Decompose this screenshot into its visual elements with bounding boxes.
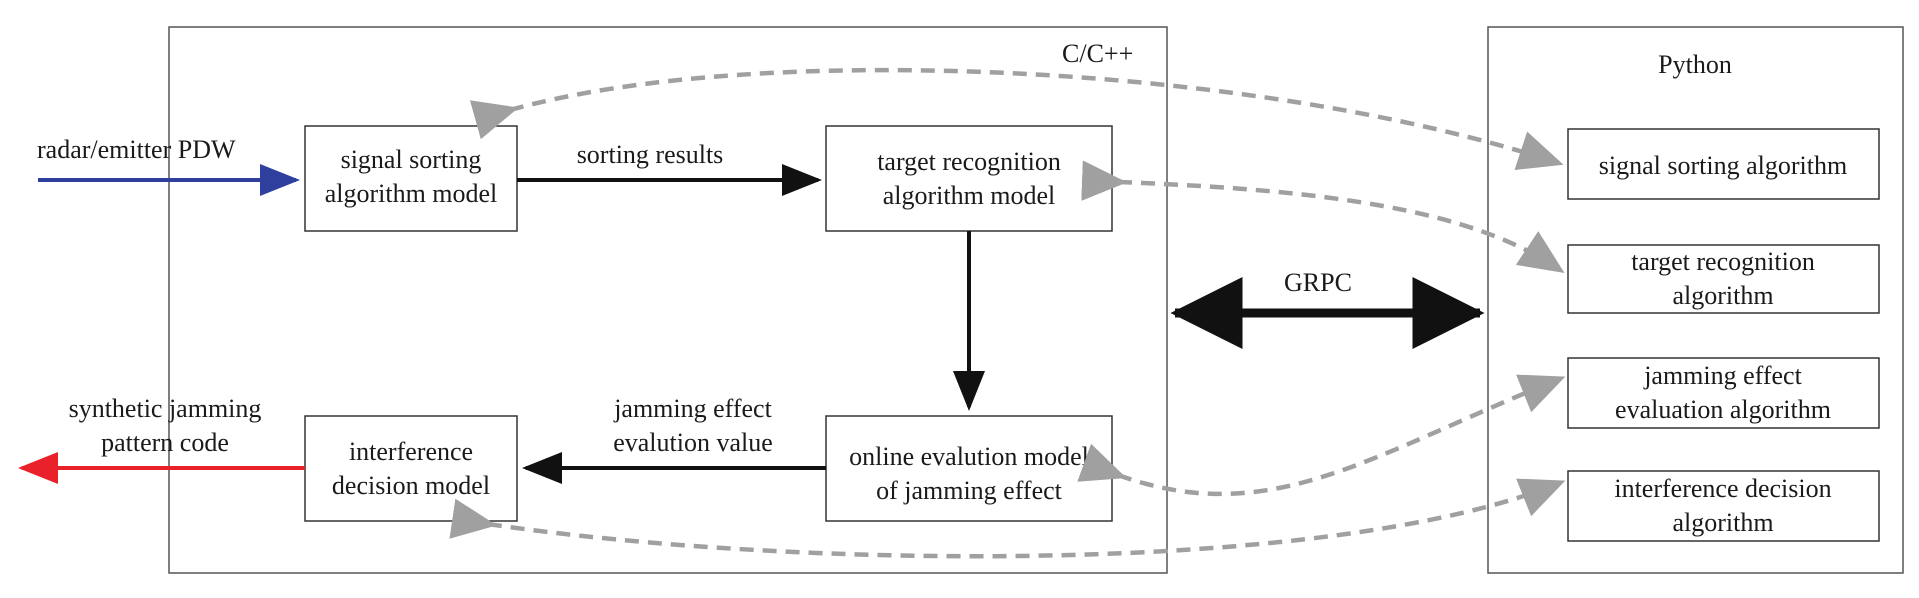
python-interference-decision-block: interference decision algorithm — [1567, 470, 1880, 542]
output-label-1: synthetic jamming — [69, 394, 262, 423]
cpp-container — [168, 26, 1168, 574]
input-label: radar/emitter PDW — [37, 135, 236, 164]
python-jamming-effect-block: jamming effect evaluation algorithm — [1567, 357, 1880, 429]
online-evaluation-model-block: online evalution model of jamming effect — [825, 415, 1113, 522]
python-signal-sorting-label: signal sorting algorithm — [1599, 151, 1847, 180]
output-label-2: pattern code — [101, 428, 229, 457]
python-interference-decision-label-1: interference decision — [1614, 474, 1831, 503]
sorting-results-label: sorting results — [577, 140, 724, 169]
target-recognition-model-block: target recognition algorithm model — [825, 125, 1113, 232]
jamming-value-label-1: jamming effect — [613, 394, 772, 423]
python-jamming-effect-label-2: evaluation algorithm — [1615, 395, 1831, 424]
dashed-link-target-recognition — [1081, 160, 1565, 273]
python-target-recognition-label-1: target recognition — [1631, 247, 1815, 276]
signal-sorting-model-label-2: algorithm model — [325, 179, 498, 208]
target-recognition-model-label-1: target recognition — [877, 147, 1061, 176]
interference-decision-model-label-2: decision model — [332, 471, 490, 500]
jamming-value-label-2: evalution value — [613, 428, 773, 457]
python-jamming-effect-label-1: jamming effect — [1643, 361, 1802, 390]
grpc-label: GRPC — [1284, 268, 1352, 297]
python-signal-sorting-block: signal sorting algorithm — [1567, 128, 1880, 200]
dashed-link-interference-decision — [449, 478, 1566, 559]
python-interference-decision-label-2: algorithm — [1672, 508, 1773, 537]
python-container-label: Python — [1658, 50, 1732, 79]
signal-sorting-model-label-1: signal sorting — [341, 145, 482, 174]
target-recognition-model-label-2: algorithm model — [883, 181, 1056, 210]
python-target-recognition-label-2: algorithm — [1672, 281, 1773, 310]
cpp-container-label: C/C++ — [1062, 39, 1133, 68]
interference-decision-model-label-1: interference — [349, 437, 473, 466]
interference-decision-model-block: interference decision model — [304, 415, 518, 522]
dashed-link-jamming-effect — [1077, 374, 1566, 497]
online-evaluation-model-label-1: online evalution model — [849, 442, 1089, 471]
python-target-recognition-block: target recognition algorithm — [1567, 244, 1880, 314]
dashed-link-signal-sorting — [469, 67, 1564, 171]
python-container — [1487, 26, 1904, 574]
online-evaluation-model-label-2: of jamming effect — [876, 476, 1063, 505]
signal-sorting-model-block: signal sorting algorithm model — [304, 125, 518, 232]
